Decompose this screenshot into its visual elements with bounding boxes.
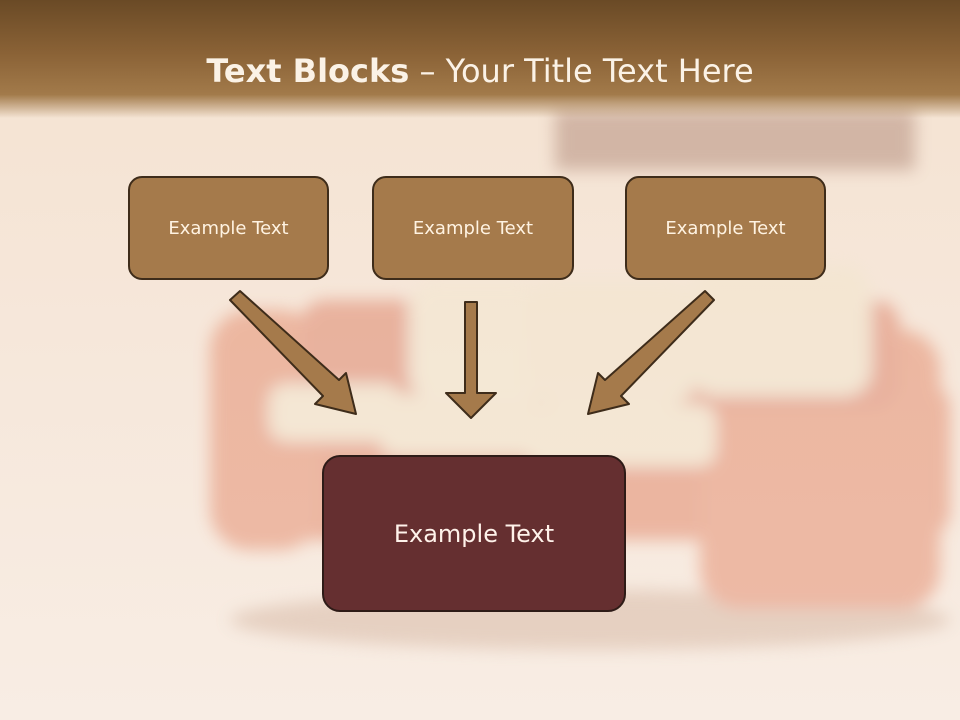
- title-bold-part: Text Blocks: [206, 52, 410, 90]
- title-bar: [0, 0, 960, 118]
- arrow-left-icon: [229, 290, 357, 415]
- top-left-box-text: Example Text: [168, 217, 289, 239]
- top-right-box-text: Example Text: [665, 217, 786, 239]
- title-regular-part: Your Title Text Here: [445, 52, 754, 90]
- top-center-box-text: Example Text: [412, 217, 534, 239]
- slide-title: Text Blocks – Your Title Text Here: [0, 52, 960, 90]
- arrow-right-icon: [587, 290, 715, 415]
- arrow-down-icon: [445, 301, 497, 419]
- top-right-box[interactable]: Example Text: [625, 176, 826, 280]
- top-center-box[interactable]: Example Text: [372, 176, 574, 280]
- top-left-box[interactable]: Example Text: [128, 176, 329, 280]
- bottom-box[interactable]: Example Text: [322, 455, 626, 612]
- title-separator: –: [409, 52, 446, 90]
- bottom-box-text: Example Text: [393, 519, 555, 548]
